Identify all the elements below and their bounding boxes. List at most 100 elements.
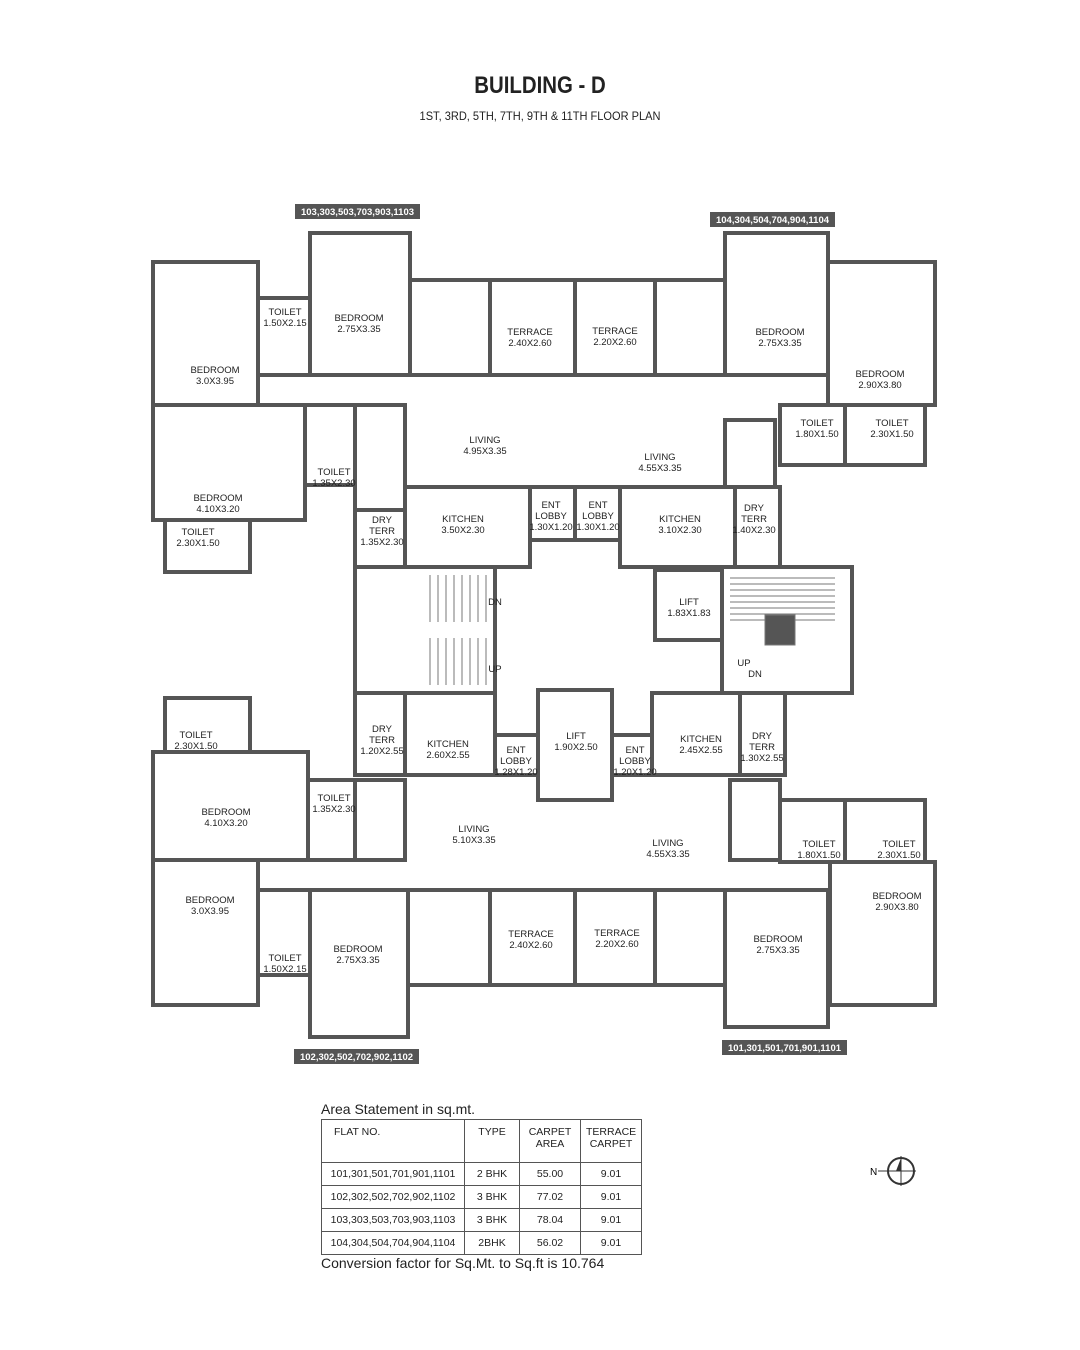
room-label-line: 1.30X2.55 <box>740 753 783 764</box>
cell: 2BHK <box>464 1231 520 1255</box>
wall <box>653 278 727 377</box>
room-label-line: ENT <box>507 745 526 756</box>
unit-tag-bg <box>710 212 835 227</box>
unit-tag: 102,302,502,702,902,1102 <box>300 1052 413 1063</box>
table-header-row: FLAT NO. TYPE CARPET AREA TERRACE CARPET <box>321 1119 642 1163</box>
room-label-line: ENT <box>542 500 561 511</box>
room-label-line: 2.30X1.50 <box>174 741 217 752</box>
room-label-line: 2.60X2.55 <box>426 750 469 761</box>
wall <box>151 858 260 1007</box>
room-label-line: BEDROOM <box>201 807 250 818</box>
north-label: N <box>870 1167 877 1178</box>
wall <box>353 565 497 695</box>
walls <box>151 231 937 1039</box>
room-label-line: 1.90X2.50 <box>554 742 597 753</box>
wall <box>403 691 497 777</box>
fixtures <box>429 575 835 685</box>
wall <box>406 888 492 987</box>
unit-tags: 103,303,503,703,903,1103104,304,504,704,… <box>294 204 847 1064</box>
room-label-line: TERR <box>749 742 775 753</box>
room-label-line: TOILET <box>179 730 212 741</box>
wall <box>151 750 310 862</box>
header-type: TYPE <box>464 1119 520 1163</box>
room-label-line: 1.35X2.30 <box>360 537 403 548</box>
room-label-line: 2.40X2.60 <box>509 940 552 951</box>
wall <box>738 691 787 777</box>
cell: 3 BHK <box>464 1185 520 1209</box>
room-label-line: 2.30X1.50 <box>870 429 913 440</box>
room-label-line: LIVING <box>652 838 683 849</box>
room-label-line: BEDROOM <box>185 895 234 906</box>
room-label-line: DRY <box>744 503 765 514</box>
wall <box>573 485 622 542</box>
room-label-line: KITCHEN <box>427 739 469 750</box>
cell: 101,301,501,701,901,1101 <box>321 1162 465 1186</box>
room-label-line: 1.50X2.15 <box>263 318 306 329</box>
room-label-line: 2.90X3.80 <box>875 902 918 913</box>
cell: 56.02 <box>519 1231 581 1255</box>
room-label-line: 2.75X3.35 <box>337 324 380 335</box>
room-label-line: KITCHEN <box>680 734 722 745</box>
room-label-line: 1.50X2.15 <box>263 964 306 975</box>
wall <box>653 888 727 987</box>
wall <box>308 231 412 377</box>
room-label-line: 3.0X3.95 <box>191 906 229 917</box>
area-statement-table: FLAT NO. TYPE CARPET AREA TERRACE CARPET… <box>321 1119 642 1255</box>
room-label-line: 2.40X2.60 <box>508 338 551 349</box>
page-title: BUILDING - D <box>474 72 606 99</box>
room-label-line: TOILET <box>882 839 915 850</box>
room-label: DN <box>488 597 502 608</box>
room-label-line: 2.20X2.60 <box>593 337 636 348</box>
room-label-line: BEDROOM <box>753 934 802 945</box>
cell: 103,303,503,703,903,1103 <box>321 1208 465 1232</box>
room-label-line: TERRACE <box>594 928 639 939</box>
room-label-line: TOILET <box>802 839 835 850</box>
room-label-line: BEDROOM <box>193 493 242 504</box>
wall <box>353 403 407 512</box>
room-label-line: DRY <box>372 724 393 735</box>
room-label-line: TOILET <box>268 953 301 964</box>
room-label-line: 1.35X2.30 <box>312 804 355 815</box>
room-label-line: 2.75X3.35 <box>758 338 801 349</box>
room-label: DN <box>748 669 762 680</box>
wall <box>843 403 927 467</box>
room-label-line: 1.80X1.50 <box>795 429 838 440</box>
room-label-line: UP <box>737 658 750 669</box>
room-label-line: DN <box>748 669 762 680</box>
stair-core <box>764 614 796 646</box>
room-label-line: 2.75X3.35 <box>756 945 799 956</box>
cell: 9.01 <box>580 1185 642 1209</box>
header-carpet-area-text: CARPET AREA <box>528 1126 572 1150</box>
room-label-line: 1.35X2.30 <box>312 478 355 489</box>
room-label-line: 4.95X3.35 <box>463 446 506 457</box>
room-label-line: TERRACE <box>592 326 637 337</box>
wall <box>723 418 777 489</box>
wall <box>353 778 407 862</box>
header-terrace-carpet: TERRACE CARPET <box>580 1119 642 1163</box>
room-label-line: 2.30X1.50 <box>176 538 219 549</box>
cell: 78.04 <box>519 1208 581 1232</box>
